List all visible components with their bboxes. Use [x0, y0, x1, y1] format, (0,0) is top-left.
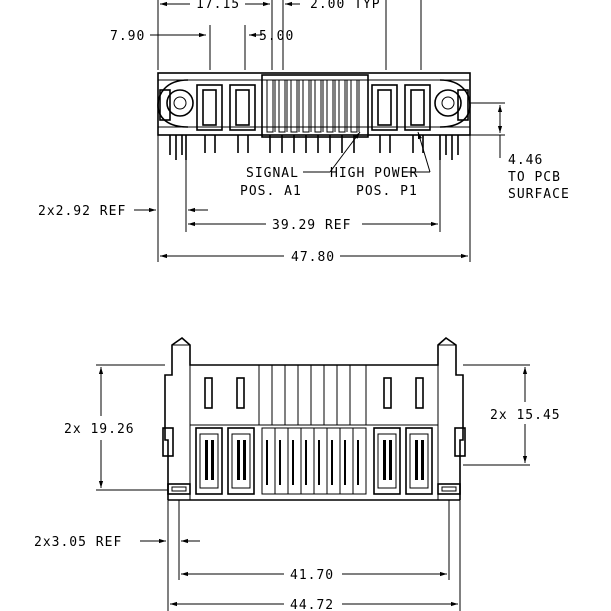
contact-cells-bottom — [195, 427, 433, 495]
dim-to-pcb: TO PCB — [508, 170, 561, 185]
dim-44-72: 44.72 — [290, 598, 334, 611]
signal-contacts-top — [261, 74, 369, 138]
label-high-power: HIGH POWER — [330, 166, 418, 181]
label-signal: SIGNAL — [246, 166, 299, 181]
dim-2x-15-45: 2x 15.45 — [490, 408, 561, 423]
dim-5-00: 5.00 — [259, 29, 294, 44]
label-high-power-pos: POS. P1 — [356, 184, 418, 199]
dim-surface: SURFACE — [508, 187, 570, 202]
pcb-pins-top — [169, 135, 459, 160]
dim-2x3-05-ref: 2x3.05 REF — [34, 535, 122, 550]
dim-7-90: 7.90 — [110, 29, 145, 44]
dim-2x-19-26: 2x 19.26 — [64, 422, 135, 437]
dim-2x2-92-ref: 2x2.92 REF — [38, 204, 126, 219]
dim-41-70: 41.70 — [290, 568, 334, 583]
dim-39-29-ref: 39.29 REF — [272, 218, 351, 233]
label-signal-pos: POS. A1 — [240, 184, 302, 199]
top-view: 17.15 2.00 TYP 7.90 5.00 — [38, 0, 570, 265]
dim-17-15: 17.15 — [196, 0, 240, 12]
bottom-view: 2x 19.26 2x 15.45 2x3.05 REF 41.70 44.72 — [34, 336, 561, 611]
dim-2-00-typ: 2.00 TYP — [310, 0, 381, 12]
dim-4-46: 4.46 — [508, 153, 543, 168]
dim-47-80: 47.80 — [291, 250, 335, 265]
